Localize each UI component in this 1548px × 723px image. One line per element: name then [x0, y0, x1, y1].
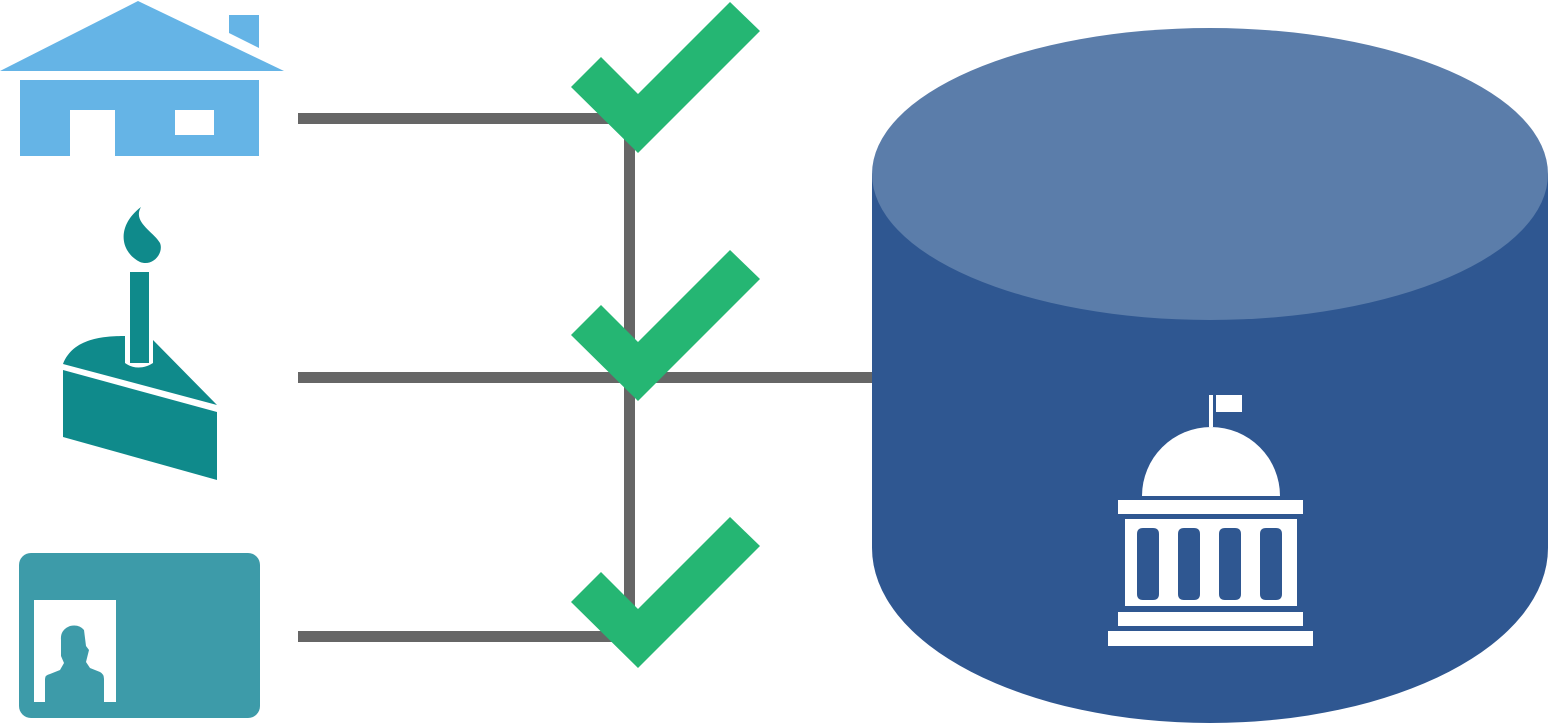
- candle-flame: [123, 207, 161, 264]
- government-database: [872, 28, 1548, 723]
- checkmarks: [571, 2, 760, 668]
- connector-address: [298, 113, 631, 124]
- person-silhouette: [45, 625, 104, 702]
- checkmark-identity-document: [571, 517, 760, 668]
- connectors: [298, 113, 878, 642]
- connector-identity-document: [298, 631, 631, 642]
- government-building-icon: [1108, 395, 1313, 646]
- checkmark-address: [571, 2, 760, 153]
- birthday-cake-icon: [63, 207, 217, 480]
- candle: [130, 272, 149, 363]
- database-top: [872, 28, 1548, 320]
- cake-frosting: [63, 336, 217, 405]
- house-icon: [0, 1, 284, 156]
- connector-date-of-birth: [298, 372, 878, 383]
- checkmark-date-of-birth: [571, 250, 760, 401]
- cake-slice: [63, 370, 217, 480]
- id-card-icon: [19, 553, 260, 718]
